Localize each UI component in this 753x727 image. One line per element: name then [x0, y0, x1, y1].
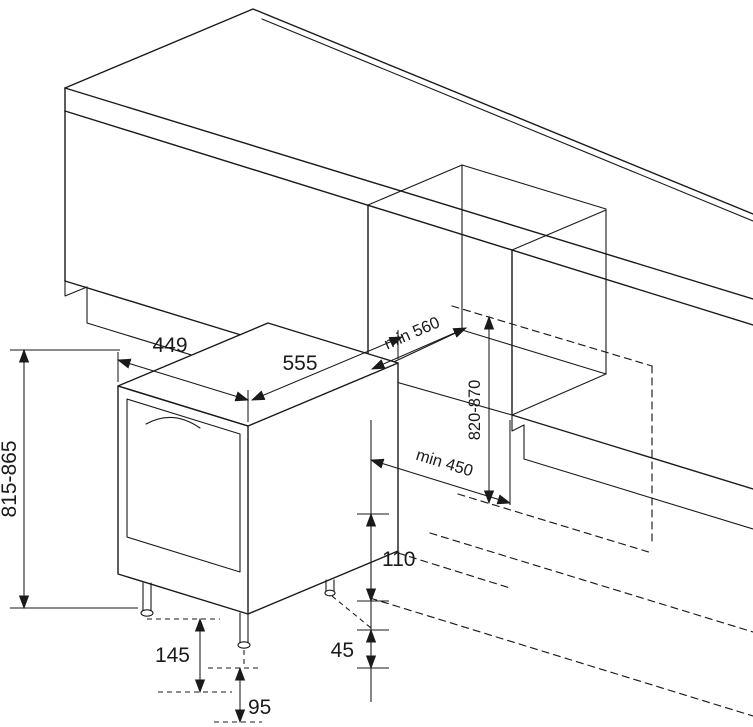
door-handle-arc	[145, 416, 201, 429]
kitchen-cabinet-run	[64, 8, 753, 410]
dim-line-449	[116, 358, 250, 402]
foot-front-left	[142, 582, 152, 613]
right-plinth-recess	[511, 414, 525, 460]
dim-line-min560	[370, 327, 468, 370]
dim-95-label: 95	[248, 696, 271, 719]
floor-line-lower	[369, 597, 753, 717]
countertop-front-edge	[64, 87, 753, 300]
floor-line-upper	[429, 532, 753, 633]
dimension-appliance-width: 449	[116, 334, 250, 422]
foot-front-right	[239, 612, 249, 645]
hidden-outline	[369, 305, 753, 717]
dishwasher-door	[126, 398, 241, 573]
foot-front-right-base	[237, 641, 251, 649]
appliance-height-label: 815-865	[0, 440, 21, 517]
niche-floor-right-edge	[511, 373, 607, 416]
hidden-niche-bottom	[457, 493, 653, 554]
countertop-underside-edge	[64, 110, 753, 326]
countertop-back-edge	[64, 8, 753, 215]
foot-side-rear	[325, 579, 335, 593]
dimension-plinth-110: 110	[357, 512, 415, 603]
backsplash-line	[261, 18, 753, 222]
niche-top-right-interior	[511, 209, 607, 251]
dimension-foot-145: 145	[147, 617, 232, 694]
dim-110-label: 110	[382, 548, 415, 571]
hidden-floor-short	[397, 552, 511, 589]
cabinet-bottom-edge-right	[511, 414, 753, 490]
dishwasher-body-fill	[118, 323, 398, 614]
right-cabinet-section	[511, 414, 753, 530]
dim-45-label: 45	[331, 639, 354, 662]
left-plinth-recess	[64, 280, 88, 324]
foot-front-left-base	[140, 609, 154, 617]
niche-width-label: min 450	[414, 446, 475, 480]
adjustable-feet	[140, 579, 336, 649]
dishwasher	[117, 322, 399, 649]
installation-niche	[367, 164, 607, 416]
appliance-depth-label: 555	[282, 352, 317, 375]
niche-back-bottom-edge	[461, 329, 607, 375]
dishwasher-side-face	[247, 362, 399, 615]
niche-top-left-interior	[367, 164, 463, 206]
niche-back-top-edge	[461, 164, 607, 210]
dimension-foot-95: 95	[208, 650, 271, 724]
appliance-width-label: 449	[152, 334, 187, 357]
foot-side-rear-base	[324, 589, 336, 597]
dim-line-min450	[369, 458, 512, 505]
dimension-base-45: 45	[331, 595, 389, 670]
dim-145-label: 145	[155, 644, 190, 667]
niche-height-label: 820-870	[466, 380, 484, 441]
hidden-niche-top	[451, 305, 653, 367]
niche-depth-label: min 560	[382, 313, 443, 353]
right-plinth-bottom	[523, 458, 753, 530]
dimension-appliance-height: 815-865	[0, 348, 138, 610]
